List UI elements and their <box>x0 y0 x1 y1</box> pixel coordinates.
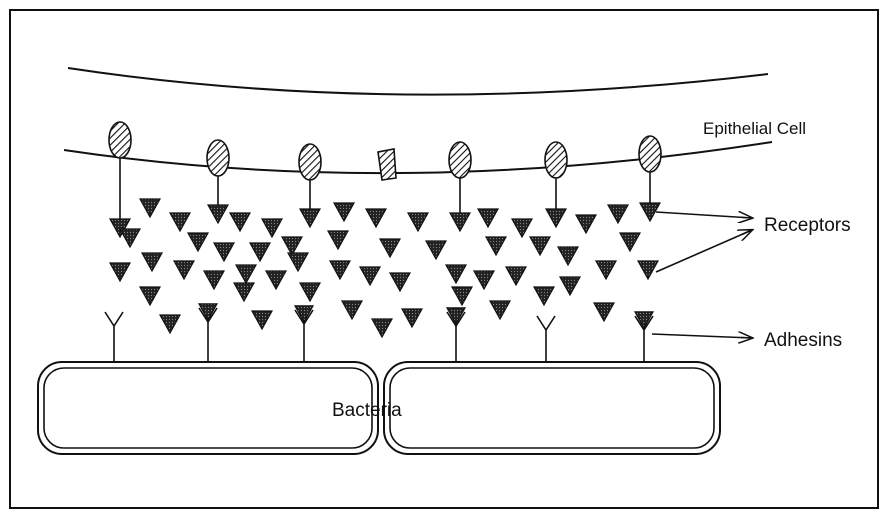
receptor <box>214 243 234 261</box>
receptor <box>452 287 472 305</box>
receptor <box>342 301 362 319</box>
anchored-receptor <box>208 205 228 223</box>
receptor-anchor-oval <box>109 122 131 158</box>
receptor <box>608 205 628 223</box>
adhesins-arrow <box>652 334 752 338</box>
anchored-receptor <box>300 209 320 227</box>
receptor <box>140 199 160 217</box>
receptor <box>252 311 272 329</box>
receptor <box>426 241 446 259</box>
receptor <box>490 301 510 319</box>
receptor <box>594 303 614 321</box>
epithelial-cell-label: Epithelial Cell <box>703 119 806 138</box>
receptor <box>204 271 224 289</box>
anchored-receptor <box>546 209 566 227</box>
receptor <box>402 309 422 327</box>
receptor <box>560 277 580 295</box>
bacteria-label: Bacteria <box>332 400 402 421</box>
receptor <box>372 319 392 337</box>
receptor <box>160 315 180 333</box>
receptor <box>512 219 532 237</box>
receptor-field <box>110 199 658 337</box>
adhesin-group <box>105 304 653 362</box>
receptors-arrow-upper <box>656 212 752 218</box>
receptor <box>174 261 194 279</box>
receptor <box>234 283 254 301</box>
receptor <box>506 267 526 285</box>
epithelial-cell-inner-membrane <box>64 142 772 173</box>
receptor <box>188 233 208 251</box>
receptor <box>300 283 320 301</box>
receptor <box>120 229 140 247</box>
receptor <box>250 243 270 261</box>
receptor <box>408 213 428 231</box>
adhesin <box>537 316 555 362</box>
receptor <box>638 261 658 279</box>
receptor <box>236 265 256 283</box>
receptor <box>230 213 250 231</box>
receptor <box>266 271 286 289</box>
receptor <box>142 253 162 271</box>
receptor-fragment <box>378 149 396 180</box>
receptor <box>576 215 596 233</box>
receptor <box>262 219 282 237</box>
receptors-arrow-lower <box>656 230 752 272</box>
receptor <box>478 209 498 227</box>
receptor <box>446 265 466 283</box>
receptor <box>534 287 554 305</box>
bacterium-left-inner <box>44 368 372 448</box>
bacterium-right <box>384 362 720 454</box>
receptor-anchor-oval <box>545 142 567 178</box>
bacterium-left <box>38 362 378 454</box>
receptor <box>360 267 380 285</box>
receptor <box>620 233 640 251</box>
epithelial-cell-outer-membrane <box>68 68 768 95</box>
anchored-receptor <box>450 213 470 231</box>
receptor <box>110 263 130 281</box>
receptor <box>380 239 400 257</box>
receptor <box>596 261 616 279</box>
receptor-anchor-oval <box>207 140 229 176</box>
receptors-label: Receptors <box>764 215 851 236</box>
receptor-anchor-oval <box>299 144 321 180</box>
receptor <box>330 261 350 279</box>
adhesins-label: Adhesins <box>764 330 842 351</box>
receptor <box>328 231 348 249</box>
receptor-anchor-oval <box>639 136 661 172</box>
receptor-anchor-oval <box>449 142 471 178</box>
receptor <box>558 247 578 265</box>
receptor <box>486 237 506 255</box>
receptor <box>170 213 190 231</box>
receptor <box>288 253 308 271</box>
figure-frame <box>10 10 878 508</box>
receptor <box>530 237 550 255</box>
receptor <box>282 237 302 255</box>
receptor <box>334 203 354 221</box>
receptor <box>366 209 386 227</box>
adhesin <box>105 312 123 362</box>
receptor <box>474 271 494 289</box>
receptor <box>390 273 410 291</box>
receptor <box>140 287 160 305</box>
bacterium-right-inner <box>390 368 714 448</box>
